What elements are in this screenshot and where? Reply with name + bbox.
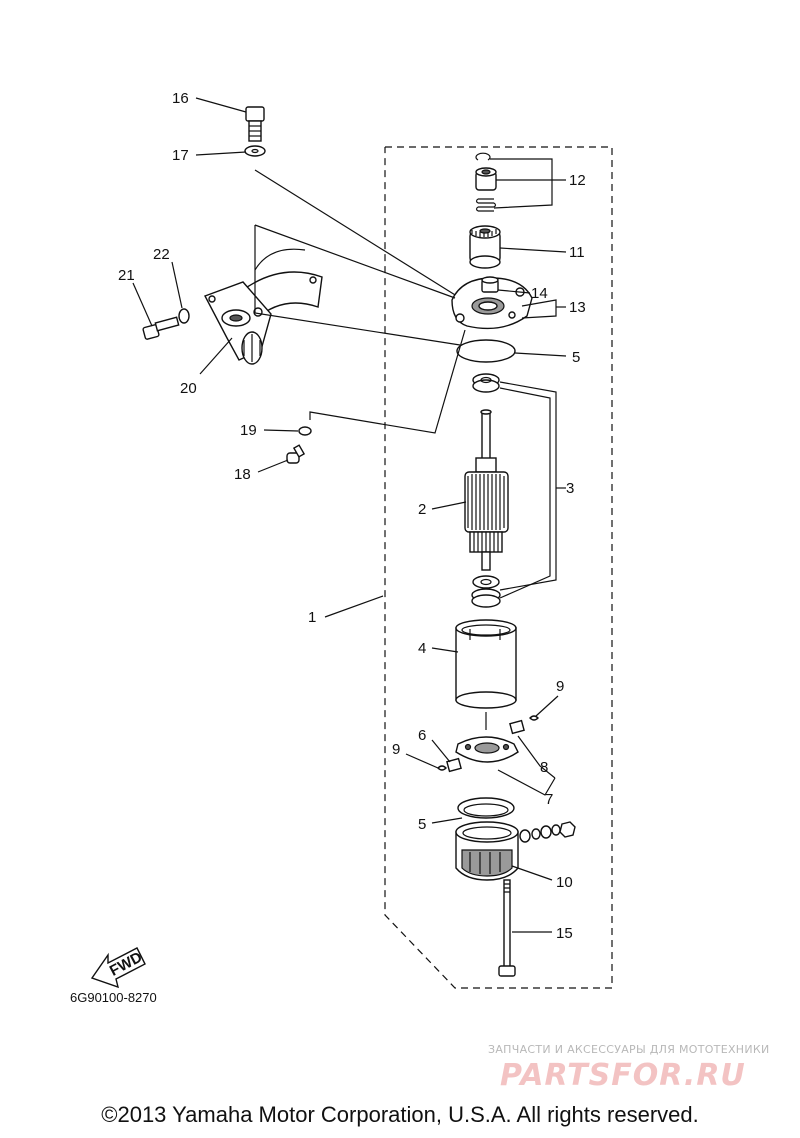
callout-17: 17 bbox=[172, 147, 189, 164]
callout-1: 1 bbox=[308, 609, 316, 626]
assembly-boundary bbox=[384, 146, 613, 989]
part-15-through-bolt bbox=[498, 879, 516, 977]
callout-11: 11 bbox=[569, 244, 585, 261]
callout-9-left: 9 bbox=[392, 741, 400, 758]
part-11-pinion bbox=[469, 225, 501, 269]
callout-12: 12 bbox=[569, 172, 586, 189]
part-9-spring-right bbox=[529, 715, 539, 721]
callout-5-lower: 5 bbox=[418, 816, 426, 833]
callout-21: 21 bbox=[118, 267, 135, 284]
part-22-washer bbox=[178, 308, 190, 324]
part-21-bolt bbox=[142, 316, 180, 340]
part-12-pinion-set bbox=[475, 152, 497, 212]
callout-3: 3 bbox=[566, 480, 574, 497]
part-2-armature bbox=[464, 409, 509, 571]
part-13-upper-cover bbox=[451, 277, 533, 330]
watermark-logo: PARTSFOR.RU bbox=[500, 1058, 746, 1093]
callout-18: 18 bbox=[234, 466, 251, 483]
part-14-bushing bbox=[481, 276, 499, 293]
callout-2: 2 bbox=[418, 501, 426, 518]
callout-13: 13 bbox=[569, 299, 586, 316]
part-8-brush bbox=[509, 719, 525, 735]
part-16-bolt bbox=[245, 106, 265, 142]
callout-10: 10 bbox=[556, 874, 573, 891]
part-3-washers-lower bbox=[471, 575, 501, 608]
callout-7: 7 bbox=[545, 791, 553, 808]
part-9-spring-left bbox=[437, 765, 447, 771]
part-20-bracket bbox=[204, 248, 323, 365]
part-7-brush-holder bbox=[455, 736, 519, 763]
callout-20: 20 bbox=[180, 380, 197, 397]
callout-22: 22 bbox=[153, 246, 170, 263]
part-19-washer bbox=[298, 426, 312, 436]
part-5-o-ring-upper bbox=[456, 339, 516, 363]
part-10-lower-cover bbox=[455, 821, 576, 881]
callout-8: 8 bbox=[540, 759, 548, 776]
part-4-yoke bbox=[455, 619, 517, 709]
callout-4: 4 bbox=[418, 640, 426, 657]
part-3-washers-upper bbox=[472, 373, 500, 393]
callout-6: 6 bbox=[418, 727, 426, 744]
diagram-part-code: 6G90100-8270 bbox=[70, 990, 157, 1005]
callout-9-right: 9 bbox=[556, 678, 564, 695]
part-5-o-ring-lower bbox=[457, 797, 515, 819]
callout-15: 15 bbox=[556, 925, 573, 942]
callout-16: 16 bbox=[172, 90, 189, 107]
part-6-brush bbox=[446, 757, 462, 773]
watermark-tagline: ЗАПЧАСТИ И АКСЕССУАРЫ ДЛЯ МОТОТЕХНИКИ bbox=[488, 1043, 770, 1056]
callout-14: 14 bbox=[531, 285, 548, 302]
copyright-notice: ©2013 Yamaha Motor Corporation, U.S.A. A… bbox=[101, 1102, 699, 1127]
callout-19: 19 bbox=[240, 422, 257, 439]
part-18-bolt bbox=[286, 444, 306, 464]
callout-5-upper: 5 bbox=[572, 349, 580, 366]
part-17-washer bbox=[244, 145, 266, 157]
fwd-arrow-icon: FWD bbox=[90, 947, 146, 989]
